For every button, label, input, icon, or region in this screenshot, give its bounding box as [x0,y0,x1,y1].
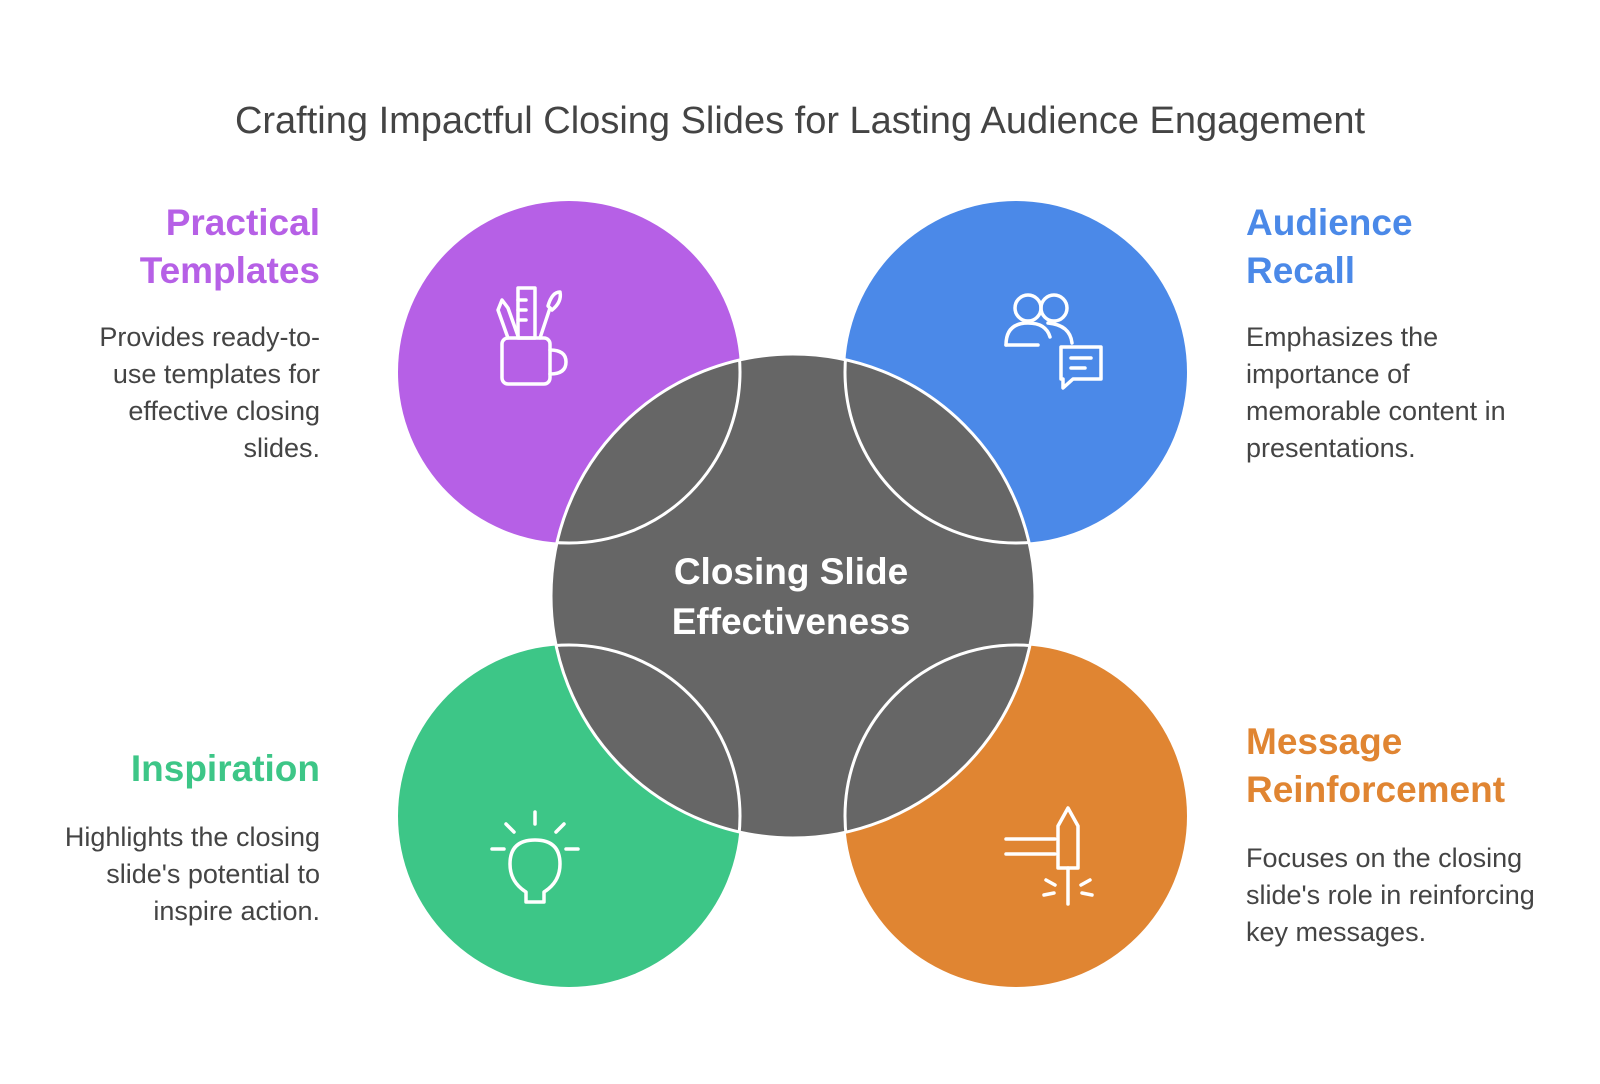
audience-recall-description: Emphasizes the importance of memorable c… [1246,322,1506,463]
center-circle [551,354,1035,838]
item-inspiration: Inspiration Highlights the closing slide… [40,745,320,930]
lightbulb-icon [490,810,580,904]
inspiration-description: Highlights the closing slide's potential… [64,822,320,926]
item-practical-templates: Practical Templates Provides ready-to-us… [40,199,320,467]
heading-line: Recall [1246,250,1356,291]
users-chat-icon [1004,293,1103,390]
center-label-line2: Effectiveness [672,601,911,642]
item-audience-recall: Audience Recall Emphasizes the importanc… [1246,199,1526,467]
heading-line: Audience [1246,202,1413,243]
message-reinforcement-description: Focuses on the closing slide's role in r… [1246,843,1535,947]
heading-line: Practical [165,202,320,243]
audience-recall-heading: Audience Recall [1246,199,1526,295]
heading-line: Message [1246,721,1403,762]
message-reinforcement-heading: Message Reinforcement [1246,718,1546,814]
heading-line: Reinforcement [1246,769,1506,810]
center-label-line1: Closing Slide [674,551,908,592]
practical-templates-description: Provides ready-to-use templates for effe… [99,322,320,463]
heading-line: Templates [139,250,320,291]
heading-line: Inspiration [130,748,320,789]
page-title: Crafting Impactful Closing Slides for La… [234,100,1366,142]
pencil-ruler-cup-icon [496,286,568,386]
item-message-reinforcement: Message Reinforcement Focuses on the clo… [1246,718,1546,951]
practical-templates-heading: Practical Templates [40,199,320,295]
inspiration-heading: Inspiration [40,745,320,793]
pen-nib-emphasis-icon [1004,806,1094,906]
